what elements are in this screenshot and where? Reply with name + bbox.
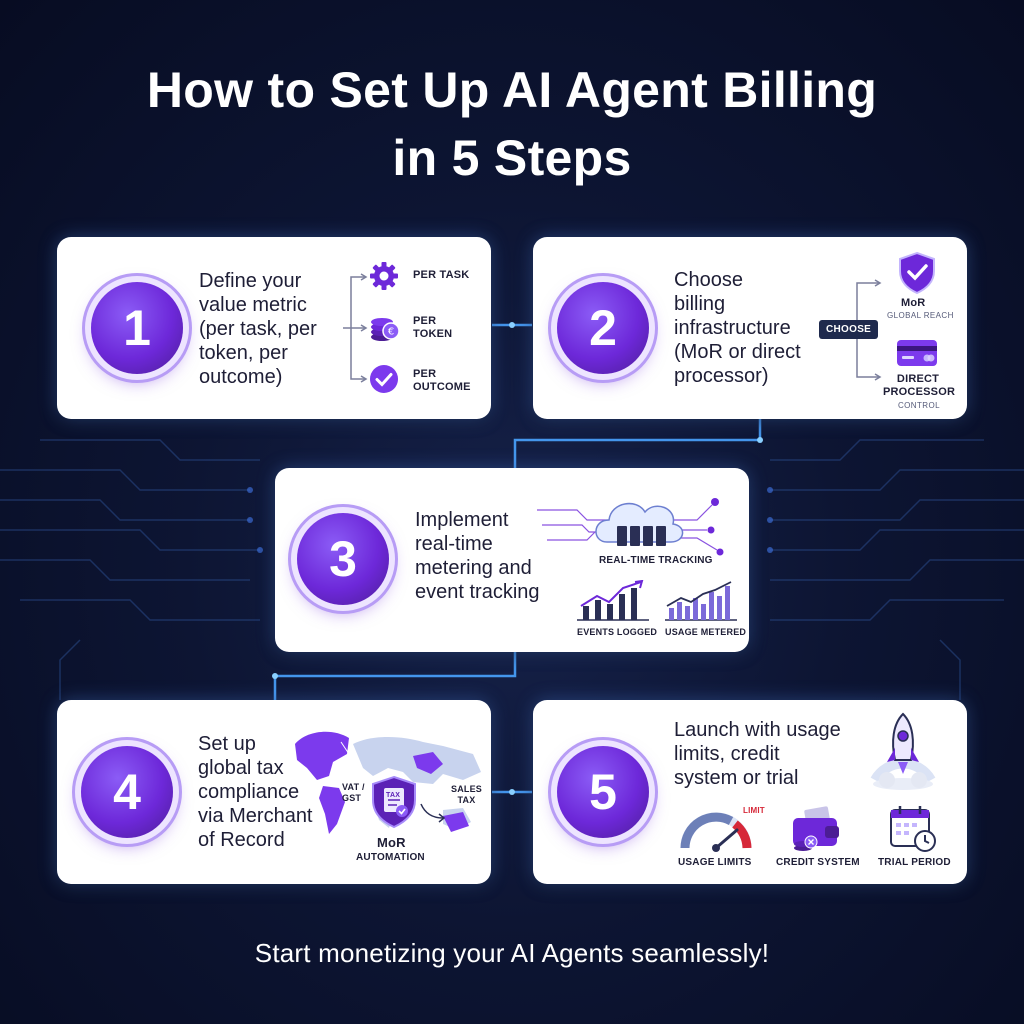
tax-shield-text: TAX (386, 792, 401, 799)
usage-bar-chart-icon (665, 581, 737, 621)
step-5-card: 5 Launch with usage limits, credit syste… (533, 700, 967, 884)
step-1-description: Define your value metric (per task, per … (199, 269, 317, 389)
step-4-line: Set up (198, 733, 256, 755)
sales-tax-line: SALES (451, 784, 483, 794)
mor-option-title: MoR (901, 297, 926, 309)
step-1-line: (per task, per (199, 318, 317, 340)
step-2-line: infrastructure (674, 317, 791, 339)
step-1-badge: 1 (91, 282, 183, 374)
step-3-line: metering and (415, 557, 532, 579)
step-2-card: 2 Choose billing infrastructure (MoR or … (533, 237, 967, 419)
option-per-token-line: TOKEN (413, 328, 453, 340)
step-5-description: Launch with usage limits, credit system … (674, 718, 841, 790)
direct-processor-subtitle: CONTROL (898, 401, 940, 410)
step-2-line: billing (674, 293, 726, 315)
step-3-card: 3 Implement real-time metering and event… (275, 468, 749, 652)
step-1-card: 1 Define your value metric (per task, pe… (57, 237, 491, 419)
gear-icon (370, 262, 398, 290)
step-1-line: token, per (199, 342, 288, 364)
coins-icon: € (371, 318, 400, 341)
step-4-card: 4 Set up global tax compliance via Merch… (57, 700, 491, 884)
step-2-badge: 2 (557, 282, 649, 374)
step-2-line: Choose (674, 269, 743, 291)
option-per-outcome-line: OUTCOME (413, 381, 471, 393)
step-3-line: event tracking (415, 581, 540, 603)
credit-system-label: CREDIT SYSTEM (776, 857, 860, 868)
sales-tax-label: SALES TAX (451, 784, 482, 806)
usage-limits-label: USAGE LIMITS (678, 857, 752, 868)
calendar-clock-icon (890, 806, 936, 852)
step-5-badge: 5 (557, 746, 649, 838)
wallet-icon (793, 806, 839, 851)
svg-text:€: € (388, 327, 394, 338)
real-time-tracking-label: REAL-TIME TRACKING (599, 555, 713, 566)
option-per-outcome-line: PER (413, 368, 437, 380)
metric-branch-lines (343, 273, 368, 383)
cloud-server-icon (537, 498, 724, 556)
automation-label: AUTOMATION (356, 852, 425, 863)
page-title-line1: How to Set Up AI Agent Billing (146, 62, 878, 118)
vat-gst-line: GST (342, 793, 362, 803)
footer-tagline: Start monetizing your AI Agents seamless… (254, 938, 770, 968)
option-per-outcome-label: PER OUTCOME (413, 368, 471, 394)
option-per-token-line: PER (413, 315, 437, 327)
step-3-badge: 3 (297, 513, 389, 605)
mor-option-subtitle: GLOBAL REACH (887, 311, 954, 320)
check-circle-icon (370, 365, 398, 393)
step-3-line: Implement (415, 509, 509, 531)
usage-metered-label: USAGE METERED (665, 627, 747, 637)
step-4-line: global tax (198, 757, 284, 779)
sales-tax-line: TAX (457, 795, 476, 805)
credit-card-icon (897, 340, 937, 366)
page-title-line2: in 5 Steps (392, 130, 632, 186)
gauge-icon (680, 812, 752, 852)
step-5-line: Launch with usage (674, 719, 841, 741)
option-per-task-label: PER TASK (413, 269, 470, 281)
choose-label: CHOOSE (819, 320, 879, 339)
shield-check-icon (899, 251, 935, 295)
option-per-token-label: PER TOKEN (413, 315, 452, 341)
step-2-description: Choose billing infrastructure (MoR or di… (674, 268, 801, 388)
step-1-line: outcome) (199, 366, 283, 388)
arrow-icon (420, 803, 446, 823)
vat-gst-line: VAT / (342, 782, 365, 792)
step-2-line: (MoR or direct (674, 341, 801, 363)
step-4-line: compliance (198, 781, 300, 803)
step-3-description: Implement real-time metering and event t… (415, 508, 540, 604)
step-4-line: via Merchant (198, 805, 313, 827)
tax-shield-icon (372, 775, 416, 829)
trial-period-label: TRIAL PERIOD (878, 857, 951, 868)
step-5-line: limits, credit (674, 743, 780, 765)
step-4-badge: 4 (81, 746, 173, 838)
step-1-line: Define your (199, 270, 302, 292)
vat-gst-label: VAT / GST (342, 782, 365, 804)
direct-processor-title-line: PROCESSOR (883, 386, 956, 398)
events-logged-label: EVENTS LOGGED (577, 627, 658, 637)
page-title: How to Set Up AI Agent Billing in 5 Step… (0, 56, 1024, 192)
step-4-line: of Record (198, 829, 285, 851)
step-5-line: system or trial (674, 767, 799, 789)
rocket-icon (870, 712, 936, 790)
limit-label: LIMIT (743, 806, 765, 815)
events-bar-chart-icon (577, 580, 649, 621)
direct-processor-title: DIRECT PROCESSOR (883, 373, 956, 399)
step-2-line: processor) (674, 365, 769, 387)
step-3-line: real-time (415, 533, 493, 555)
mor-label: MoR (377, 835, 406, 850)
step-1-line: value metric (199, 294, 307, 316)
step-4-description: Set up global tax compliance via Merchan… (198, 732, 313, 852)
direct-processor-title-line: DIRECT (896, 373, 940, 385)
